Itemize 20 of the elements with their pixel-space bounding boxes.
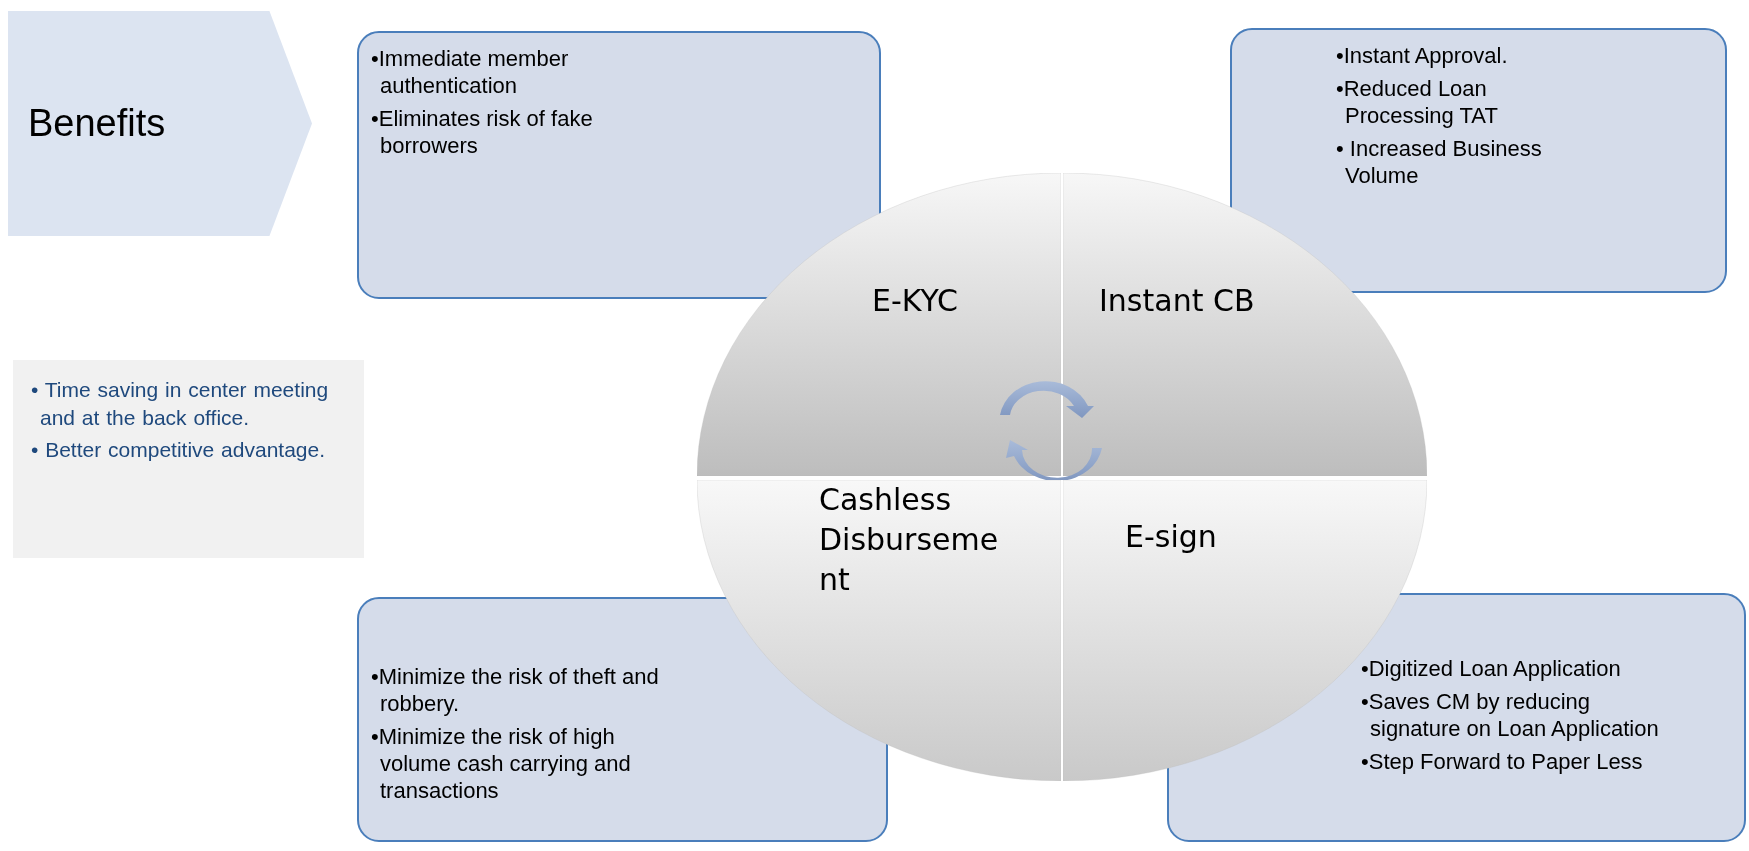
segment-label: E-KYC	[872, 282, 958, 320]
bullet-text: •Minimize the risk of high volume cash carrying and transactions	[371, 723, 632, 804]
segment-label: Instant CB	[1099, 282, 1255, 320]
bullet-text: •Step Forward to Paper Less	[1361, 748, 1644, 775]
bullet-text: • Increased Business Volume	[1336, 135, 1543, 189]
bullet-text: •Reduced Loan Processing TAT	[1336, 75, 1499, 129]
chevron-shape	[8, 11, 312, 236]
bullet-text: • Better competitive advantage.	[31, 437, 327, 463]
quadrant-segment	[697, 173, 1061, 476]
segment-label: Cashless Disbursement	[819, 481, 1000, 599]
bullet-text: •Saves CM by reducing signature on Loan Application	[1361, 688, 1660, 742]
segment-label: E-sign	[1125, 518, 1217, 556]
bullet-text: •Minimize the risk of theft and robbery.	[371, 663, 660, 717]
heading-text: Benefits	[28, 101, 166, 146]
bullet-text: •Digitized Loan Application	[1361, 655, 1622, 682]
bullet-text: •Eliminates risk of fake borrowers	[371, 105, 594, 159]
bullet-text: • Time saving in center meeting and at the back office.	[31, 377, 330, 431]
bullet-text: •Immediate member authentication	[371, 45, 570, 99]
quadrant-segment	[697, 480, 1061, 781]
bullet-text: •Instant Approval.	[1336, 42, 1509, 69]
